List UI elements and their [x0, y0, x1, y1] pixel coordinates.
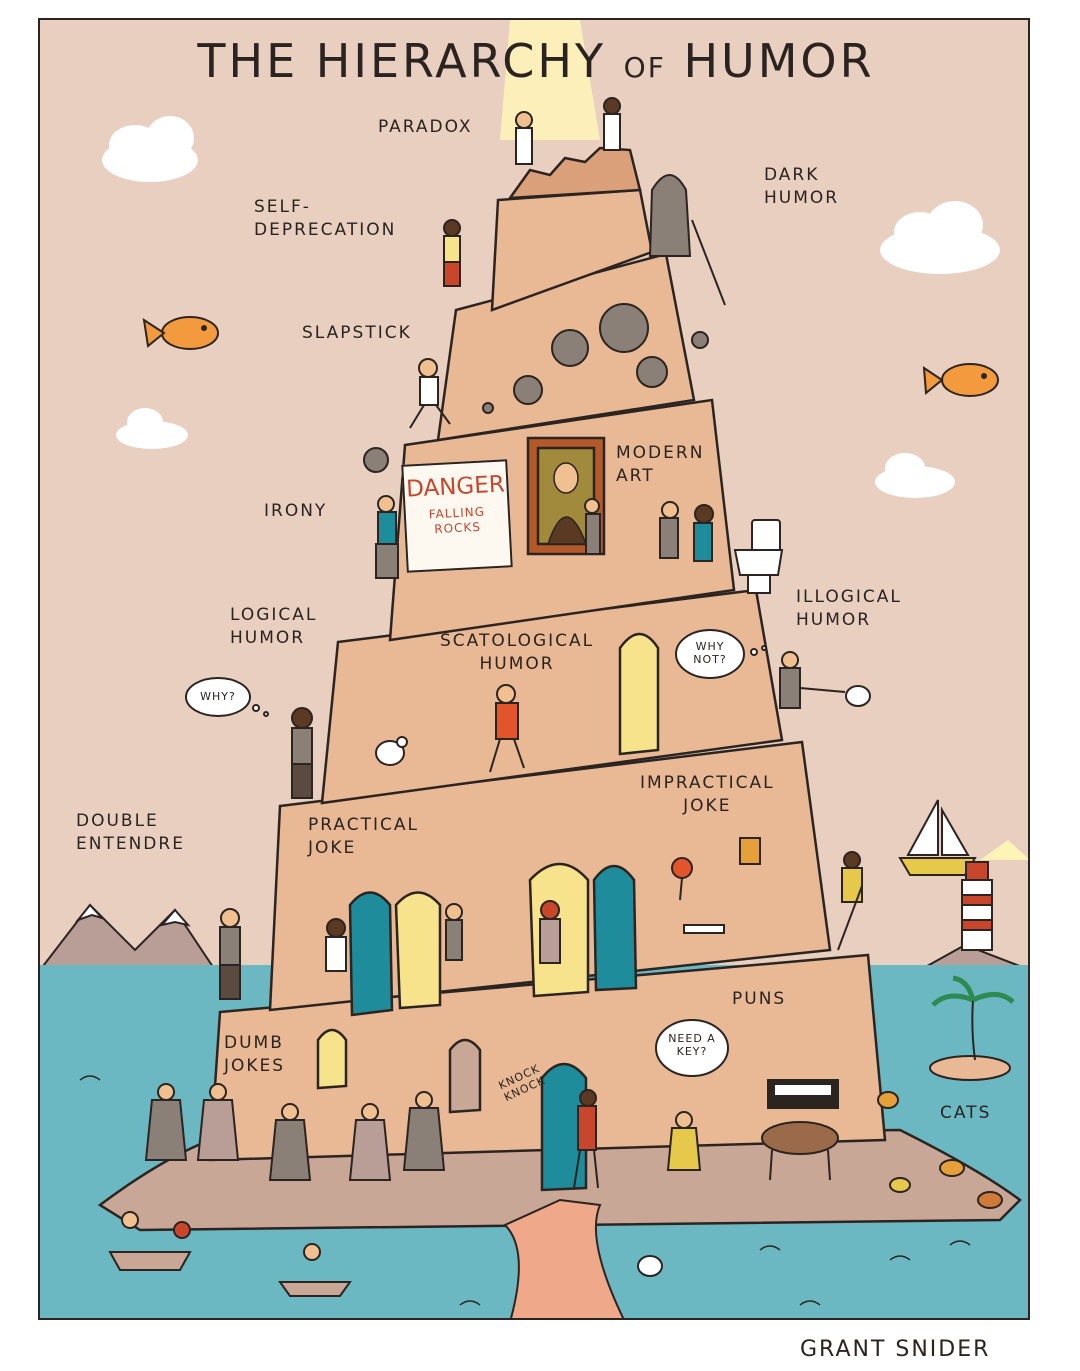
label-double-entendre: DOUBLE ENTENDRE — [76, 811, 185, 854]
yellow-door — [618, 632, 660, 756]
label-dark-humor: DARK HUMOR — [764, 165, 840, 208]
painting-icon — [526, 436, 606, 556]
label-dumb-jokes: DUMB JOKES — [224, 1033, 286, 1076]
tower-path — [503, 1198, 625, 1318]
label-slapstick: SLAPSTICK — [302, 323, 412, 343]
fish-icon — [922, 363, 999, 397]
title-main-part2: HUMOR — [683, 34, 875, 88]
sign-headline: DANGER — [405, 471, 506, 503]
sign-subtext: FALLING ROCKS — [428, 504, 486, 537]
lighthouse-icon — [961, 840, 1028, 951]
label-paradox: PARADOX — [378, 117, 473, 137]
teal-door — [540, 1062, 588, 1192]
label-self-deprecation: SELF- DEPRECATION — [254, 197, 397, 240]
danger-sign: DANGER FALLING ROCKS — [401, 459, 513, 573]
title-of: OF — [623, 51, 666, 84]
bubble-why-not: WHY NOT? — [693, 640, 727, 667]
toilet-icon — [733, 519, 784, 594]
thought-bubbles — [185, 629, 767, 1077]
yellow-door — [394, 891, 442, 1010]
cartoon-frame: THE HIERARCHY OF HUMOR PARADOX SELF- DEP… — [38, 18, 1030, 1320]
cloud-icon — [102, 116, 198, 182]
palm-tree-icon — [929, 975, 1015, 1081]
label-irony: IRONY — [264, 501, 328, 521]
label-puns: PUNS — [732, 989, 787, 1009]
rock-icon — [363, 303, 709, 473]
cloud-icon — [875, 453, 955, 498]
label-cats: CATS — [940, 1103, 992, 1123]
artist-credit: GRANT SNIDER — [800, 1337, 991, 1362]
page-title: THE HIERARCHY OF HUMOR — [40, 34, 1028, 88]
sailboat-icon — [898, 799, 977, 876]
label-illogical-humor: ILLOGICAL HUMOR — [796, 587, 902, 630]
title-main-part1: THE HIERARCHY — [197, 34, 607, 88]
label-scatological-humor: SCATOLOGICAL HUMOR — [440, 631, 595, 674]
label-impractical-joke: IMPRACTICAL JOKE — [640, 773, 775, 816]
label-logical-humor: LOGICAL HUMOR — [230, 605, 318, 648]
window — [316, 1028, 348, 1090]
cloud-icon — [116, 408, 188, 449]
figures — [108, 97, 1003, 1297]
light-beam — [500, 20, 600, 140]
waves — [79, 1075, 971, 1306]
bubble-need-a-key: NEED A KEY? — [668, 1032, 716, 1059]
window — [448, 1038, 482, 1114]
label-practical-joke: PRACTICAL JOKE — [308, 815, 419, 858]
teal-door — [592, 864, 638, 992]
cloud-icon — [880, 201, 1000, 274]
fish-icon — [142, 316, 219, 350]
teal-door — [348, 891, 394, 1017]
label-modern-art: MODERN ART — [616, 443, 705, 486]
bubble-why: WHY? — [200, 690, 236, 703]
tower-illustration — [40, 20, 1028, 1318]
